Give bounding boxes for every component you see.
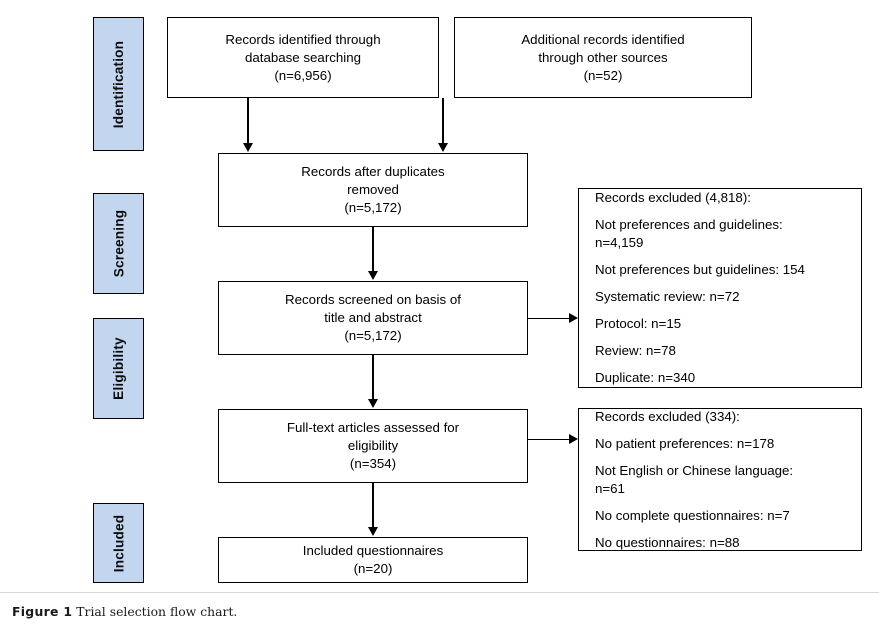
box-fulltext-assessed-line-2: eligibility [347,438,399,453]
arrowhead-database-to-duplicates [242,143,253,152]
arrowhead-screened-to-fulltext [367,399,378,408]
box-excluded-screening-header: Records excluded (4,818): [595,190,751,205]
box-database-searching-line-2: database searching [244,49,362,65]
box-excluded-screening-reason-4: Protocol: n=15 [595,316,682,331]
box-fulltext-assessed-count: (n=354) [349,456,397,471]
box-excluded-screening-reason-6: Duplicate: n=340 [595,370,696,385]
box-other-sources: Additional records identified through ot… [454,17,752,98]
box-excluded-screening-reason-2: Not preferences but guidelines: 154 [595,262,805,277]
stage-label-included-text: Included [111,514,126,572]
stage-label-eligibility-text: Eligibility [111,337,126,400]
box-fulltext-assessed: Full-text articles assessed for eligibil… [218,409,528,483]
arrowhead-duplicates-to-screened [367,271,378,280]
box-duplicates-removed-count: (n=5,172) [344,200,402,215]
box-included-questionnaires-line-1: Included questionnaires [302,543,444,558]
box-excluded-eligibility-reason-2: Not English or Chinese language: n=61 [595,462,794,496]
box-records-screened-line-1: Records screened on basis of [285,292,461,307]
stage-label-screening: Screening [93,193,144,294]
box-excluded-screening-reason-3: Systematic review: n=72 [595,289,740,304]
connector-fulltext-to-included [372,483,374,528]
box-excluded-eligibility-reason-3: No complete questionnaires: n=7 [595,507,790,523]
stage-label-included: Included [93,503,144,583]
box-excluded-screening-reason-1: Not preferences and guidelines: n=4,159 [595,217,783,250]
arrowhead-fulltext-to-included [367,527,378,536]
box-other-sources-count: (n=52) [583,67,623,83]
connector-other-sources-to-duplicates [442,98,444,144]
box-excluded-screening: Records excluded (4,818): Not preference… [578,188,862,388]
box-records-screened-line-2: title and abstract [324,310,422,325]
box-included-questionnaires: Included questionnaires (n=20) [218,537,528,583]
box-included-questionnaires-count: (n=20) [353,561,393,576]
box-database-searching-count: (n=6,956) [274,67,332,83]
connector-fulltext-to-excluded [528,438,570,441]
stage-label-identification: Identification [93,17,144,151]
box-excluded-eligibility-reason-4: No questionnaires: n=88 [595,534,740,550]
stage-label-screening-text: Screening [111,209,126,278]
figure-caption-text: Trial selection flow chart. [76,604,238,619]
box-records-screened-count: (n=5,172) [344,328,402,343]
box-database-searching-line-1: Records identified through [225,31,381,47]
connector-screened-to-fulltext [372,355,374,400]
box-duplicates-removed: Records after duplicates removed (n=5,17… [218,153,528,227]
box-other-sources-line-1: Additional records identified [521,31,685,47]
arrowhead-other-sources-to-duplicates [437,143,448,152]
box-excluded-screening-reason-5: Review: n=78 [595,343,676,358]
box-excluded-eligibility-header: Records excluded (334): [595,408,740,424]
box-excluded-eligibility-reason-1: No patient preferences: n=178 [595,435,775,451]
caption-divider [0,592,879,593]
connector-database-to-duplicates [247,98,249,144]
connector-duplicates-to-screened [372,227,374,272]
connector-screened-to-excluded [528,317,570,320]
box-duplicates-removed-line-2: removed [347,182,399,197]
box-fulltext-assessed-line-1: Full-text articles assessed for [286,420,460,435]
box-database-searching: Records identified through database sear… [167,17,439,98]
figure-caption-label: Figure 1 [12,604,73,619]
box-duplicates-removed-line-1: Records after duplicates [301,164,445,179]
arrowhead-screened-to-excluded [569,313,578,323]
stage-label-eligibility: Eligibility [93,318,144,419]
box-other-sources-line-2: through other sources [538,49,668,65]
box-records-screened: Records screened on basis of title and a… [218,281,528,355]
stage-label-identification-text: Identification [111,40,127,128]
arrowhead-fulltext-to-excluded [569,434,578,444]
box-excluded-eligibility: Records excluded (334): No patient prefe… [578,408,862,551]
